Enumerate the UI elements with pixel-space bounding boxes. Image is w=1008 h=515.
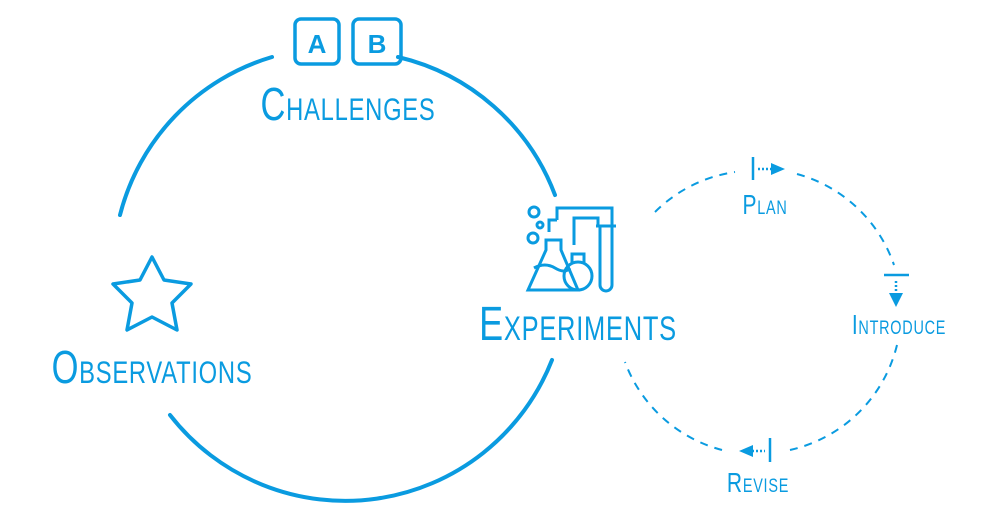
step-introduce-label: Introduce [852,310,946,341]
main-cycle-arc-bottom-right [168,358,554,503]
challenges-label: Challenges [260,78,435,130]
sub-cycle-arc-revise [624,361,723,451]
svg-text:B: B [368,29,387,59]
main-cycle-arc-top-right [396,55,557,197]
sub-cycle-arc-introduce [796,173,895,266]
ab-test-icon: A B [293,17,403,66]
experiments-label: Experiments [479,297,677,350]
sub-cycle-arc-lower-right [789,344,898,451]
arrow-right-icon [751,157,785,180]
step-plan-label: Plan [742,190,787,221]
star-icon [111,255,193,332]
lab-flasks-icon [525,205,616,293]
svg-text:A: A [308,29,327,59]
step-revise-label: Revise [727,468,789,499]
sub-cycle-arc-plan [654,171,736,213]
observations-label: Observations [52,341,253,393]
arrow-left-icon [739,438,772,462]
arrow-down-icon [884,273,909,307]
main-cycle-arc-top-left [118,55,274,217]
